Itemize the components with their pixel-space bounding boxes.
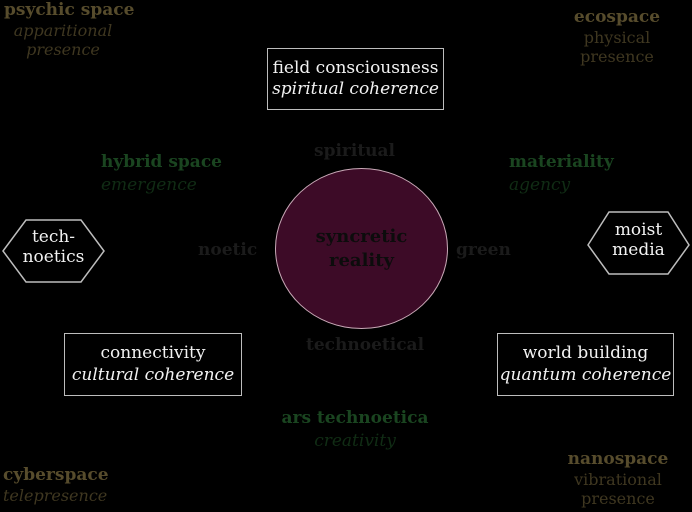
box-title: field consciousness [272,57,439,78]
faint-label-top: spiritual [314,141,396,161]
corner-sub: telepresence [3,486,108,505]
corner-sub: presence [581,489,655,508]
corner-sub: presence [580,47,654,66]
hexagon-technoetics-shape [2,219,105,283]
faint-label-left: noetic [198,240,258,260]
hexagon-line: media [612,240,665,261]
box-sub: spiritual coherence [272,79,439,99]
label-sub: emergence [101,175,197,195]
hexagon-line: moist [614,220,663,240]
corner-psychic-space: psychic space apparitional presence [4,0,135,59]
hexagon-moist-media-shape [587,211,690,275]
corner-sub: vibrational [574,470,662,489]
label-title: ars technoetica [281,408,429,428]
hexagon-moist-media: moist media [588,220,689,261]
corner-title: nanospace [567,449,669,469]
corner-cyberspace: cyberspace telepresence [3,465,109,505]
corner-title: ecospace [573,7,661,27]
center-syncretic-reality: syncretic reality [275,168,448,329]
corner-sub: physical [583,28,651,47]
center-line: reality [328,249,395,271]
box-world-building: world building quantum coherence [497,333,674,396]
label-sub: agency [509,175,571,195]
box-sub: quantum coherence [499,364,672,385]
corner-title: psychic space [4,0,135,20]
faint-label-bottom: technoetical [306,335,425,355]
hexagon-line: noetics [22,247,85,268]
label-sub: creativity [314,431,396,451]
faint-label-right: green [456,240,511,260]
label-materiality: materiality agency [509,152,614,195]
hexagon-technoetics: tech- noetics [3,227,104,268]
label-ars-technoetica: ars technoetica creativity [275,408,435,451]
corner-sub: apparitional [13,21,113,40]
box-title: connectivity [100,343,206,364]
hexagon-line: tech- [31,227,76,247]
box-connectivity: connectivity cultural coherence [64,333,242,396]
corner-title: cyberspace [3,465,109,485]
label-title: materiality [509,152,614,172]
corner-sub: presence [26,40,100,59]
corner-ecospace: ecospace physical presence [562,7,672,66]
label-title: hybrid space [101,152,222,172]
box-field-consciousness: field consciousness spiritual coherence [267,48,444,110]
box-title: world building [522,343,649,364]
box-sub: cultural coherence [71,364,235,385]
corner-nanospace: nanospace vibrational presence [563,449,673,508]
label-hybrid-space: hybrid space emergence [101,152,222,195]
center-line: syncretic [315,226,408,248]
